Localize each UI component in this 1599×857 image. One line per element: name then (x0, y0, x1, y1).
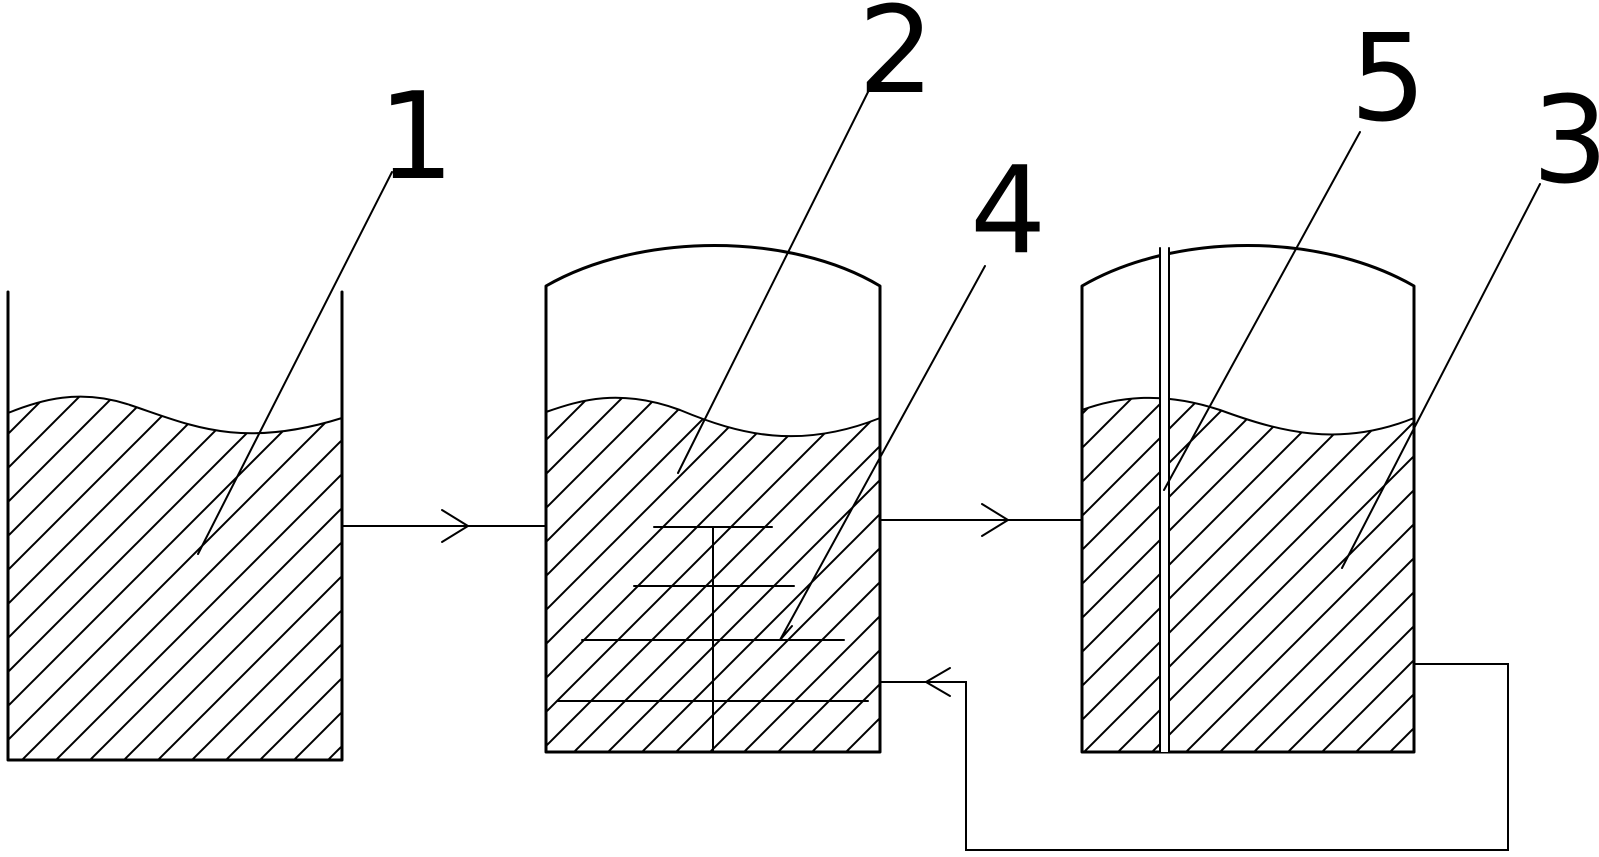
leader-lines (197, 79, 1541, 641)
tank-3 (1080, 244, 1416, 754)
tank-2-wall (544, 244, 882, 754)
leader-line-5 (1163, 131, 1361, 491)
pipe-2-to-3 (879, 503, 1083, 537)
callout-label-4: 4 (970, 142, 1046, 281)
flow-arrow-right-icon (981, 503, 1010, 537)
callout-label-2: 2 (858, 0, 934, 121)
leader-line-3 (1341, 183, 1541, 569)
tank-1-liquid-surface (7, 395, 343, 435)
leader-line-1 (197, 171, 393, 555)
tank-1-liquid (8, 396, 342, 760)
flow-arrow-left-icon (924, 667, 951, 697)
leader-line-4 (779, 265, 986, 641)
leader-line-2 (677, 79, 875, 474)
tank-1 (6, 290, 344, 762)
return-pipe-3-to-2 (879, 663, 1509, 851)
agitator-4 (557, 526, 869, 753)
flow-arrow-right-icon (441, 509, 470, 543)
callout-label-3: 3 (1532, 72, 1599, 211)
tube-5 (1159, 247, 1170, 753)
tank-3-liquid-surface (1081, 396, 1415, 436)
callout-label-1: 1 (378, 68, 454, 207)
callout-label-5: 5 (1350, 10, 1426, 149)
tank-2-liquid-surface (545, 396, 881, 438)
tank-3-wall (1080, 244, 1416, 754)
pipe-1-to-2 (341, 509, 547, 543)
tank-3-liquid (1082, 397, 1414, 752)
